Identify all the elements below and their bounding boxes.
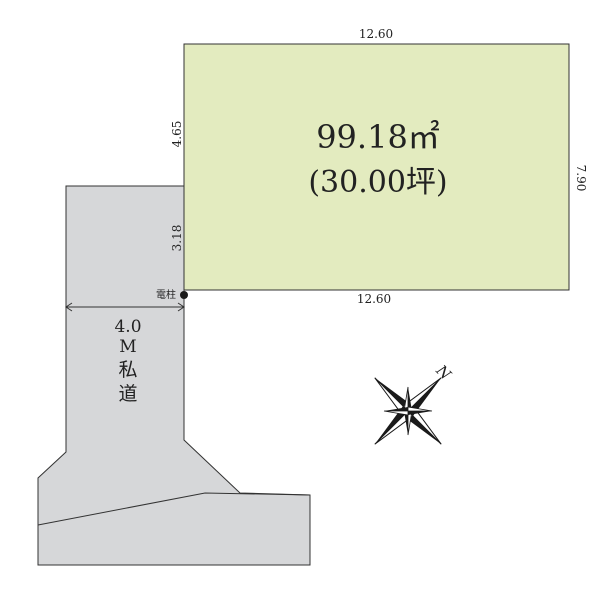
road-type-char-1: 私 xyxy=(118,359,137,381)
road-width-unit: M xyxy=(119,337,136,357)
dimension-bottom: 12.60 xyxy=(357,292,391,306)
lot-area-tsubo: (30.00坪) xyxy=(308,165,447,200)
utility-pole-label: 電柱 xyxy=(156,288,176,301)
dimension-top: 12.60 xyxy=(359,27,393,41)
dimension-left-lower: 3.18 xyxy=(170,225,184,252)
road-type-char-2: 道 xyxy=(118,383,137,405)
road-width-arrow-right xyxy=(177,302,185,312)
utility-pole-marker xyxy=(180,291,188,299)
dimension-right: 7.90 xyxy=(574,165,588,192)
road-width-value: 4.0 xyxy=(114,317,141,337)
private-road xyxy=(37,185,311,566)
compass-north-label: N xyxy=(432,361,455,384)
road-width-arrow-left xyxy=(65,302,73,312)
compass-rose xyxy=(374,377,442,445)
lot-area xyxy=(183,43,570,291)
lot-area-sqm: 99.18㎡ xyxy=(316,118,440,156)
dimension-left-upper: 4.65 xyxy=(170,121,184,148)
neighbor-boundary-line xyxy=(37,492,311,526)
